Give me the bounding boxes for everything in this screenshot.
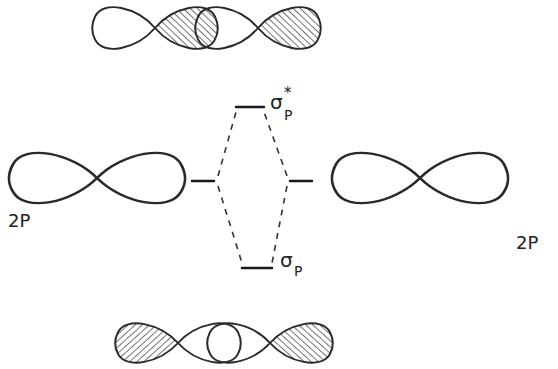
open-lobe bbox=[207, 323, 270, 362]
energy-level bbox=[236, 106, 264, 109]
mo-superscript: * bbox=[284, 86, 292, 101]
correlation-line bbox=[218, 186, 242, 263]
orbital-label: 2P bbox=[516, 234, 538, 252]
energy-level bbox=[290, 180, 312, 183]
open-lobe bbox=[9, 153, 97, 203]
correlation-line bbox=[218, 112, 236, 176]
hatched-lobe bbox=[155, 7, 218, 49]
open-lobe bbox=[420, 153, 508, 203]
open-lobe bbox=[97, 153, 185, 203]
open-lobe bbox=[178, 323, 241, 362]
mo-subscript: P bbox=[284, 108, 292, 122]
hatched-lobe bbox=[258, 7, 321, 49]
open-lobe bbox=[92, 7, 155, 49]
energy-level bbox=[242, 267, 272, 270]
hatched-lobe bbox=[115, 323, 178, 362]
energy-level bbox=[192, 180, 214, 183]
open-lobe bbox=[195, 7, 258, 49]
mo-symbol: σ bbox=[280, 250, 293, 270]
orbital-label: 2P bbox=[8, 212, 30, 230]
correlation-line bbox=[264, 112, 287, 176]
mo-symbol: σ bbox=[270, 92, 283, 112]
hatched-lobe bbox=[270, 323, 333, 362]
open-lobe bbox=[332, 153, 420, 203]
mo-subscript: P bbox=[294, 264, 302, 278]
